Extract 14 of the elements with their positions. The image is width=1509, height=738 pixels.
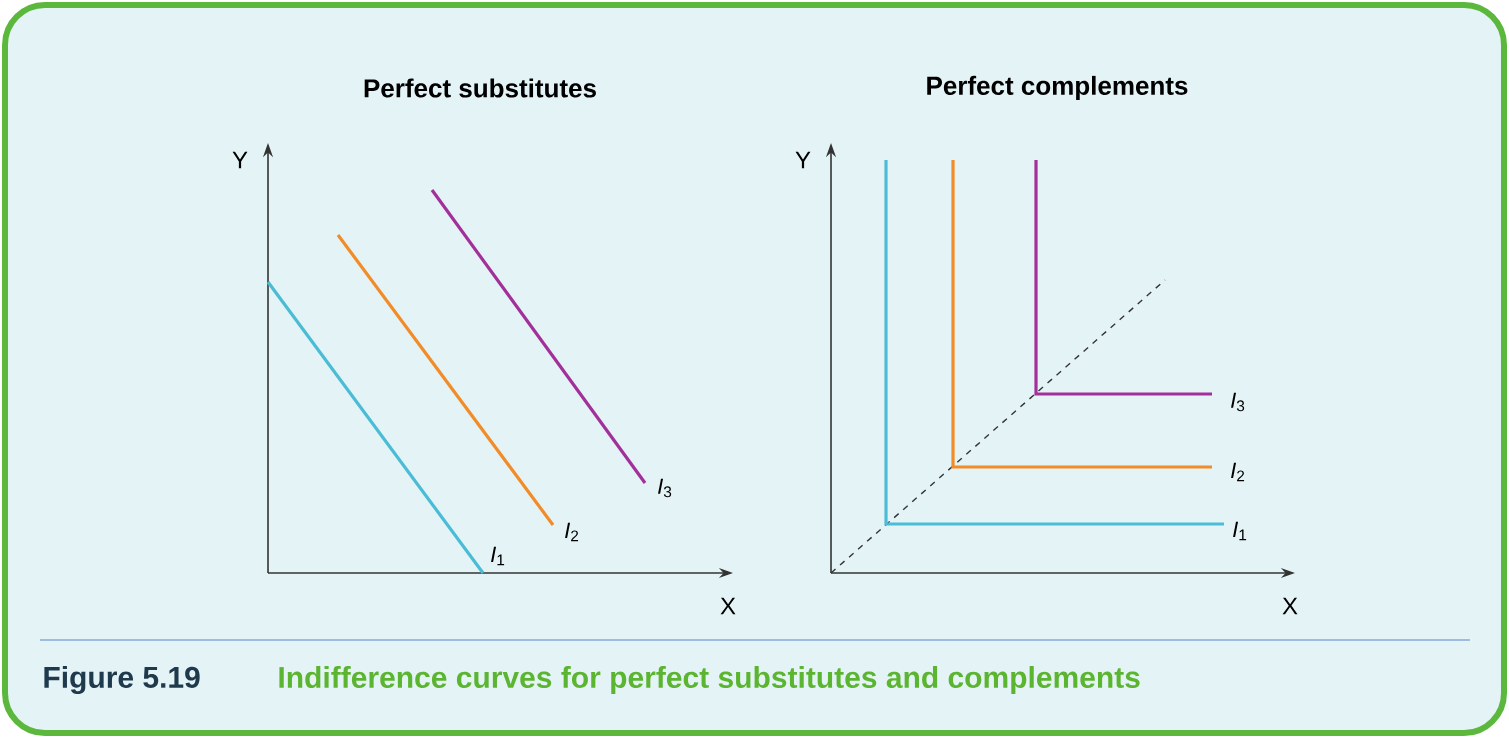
- axis-label: X: [1282, 597, 1298, 615]
- curve-label: I$_{3}$: [658, 478, 672, 498]
- panel-title: Perfect complements: [927, 75, 1188, 101]
- curve-label: I$_{3}$: [1231, 392, 1245, 412]
- panel-title: Perfect substitutes: [364, 78, 596, 98]
- axis-label: X: [720, 597, 736, 615]
- curve-label: I$_{2}$: [1231, 462, 1245, 482]
- axis-label: Y: [232, 151, 248, 169]
- curve-label: I$_{2}$: [565, 522, 579, 542]
- curve-label: I$_{1}$: [491, 546, 505, 566]
- axis-label: Y: [795, 151, 811, 169]
- curve-label: I$_{1}$: [1233, 521, 1247, 541]
- caption: Indifference curves for perfect substitutes and complements: [279, 666, 1140, 694]
- figure-number: Figure 5.19: [44, 665, 200, 695]
